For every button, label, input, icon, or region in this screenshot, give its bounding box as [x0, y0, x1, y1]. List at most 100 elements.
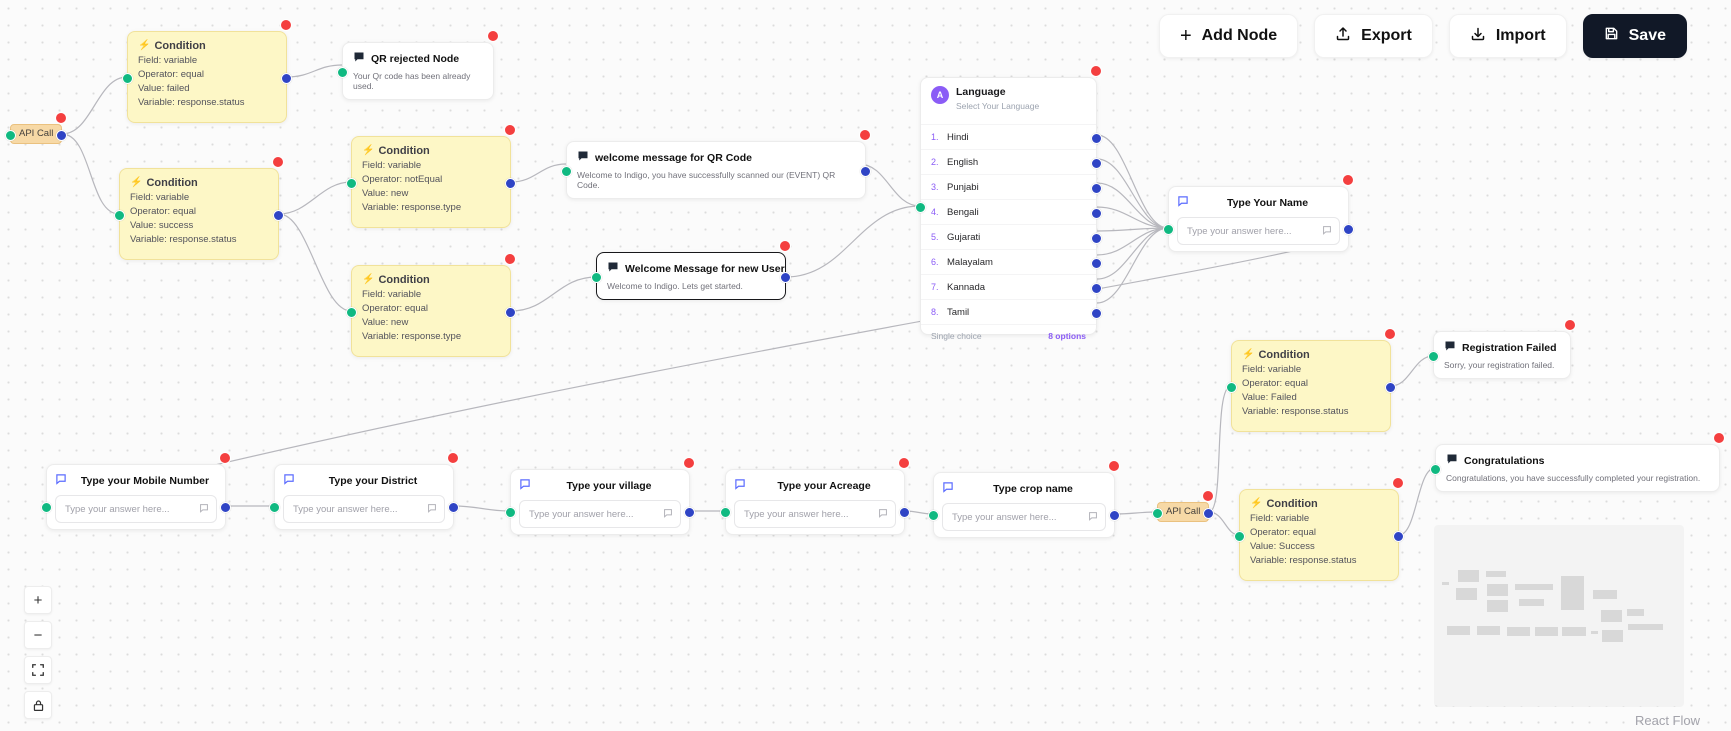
target-handle[interactable]	[122, 72, 133, 84]
source-handle[interactable]	[1091, 232, 1102, 244]
source-handle[interactable]	[273, 209, 284, 221]
zoom-in-button[interactable]: +	[24, 586, 52, 614]
target-handle[interactable]	[41, 502, 52, 513]
answer-input[interactable]	[527, 507, 659, 521]
save-button[interactable]: Save	[1582, 14, 1687, 58]
source-handle[interactable]	[1091, 257, 1102, 269]
delete-node-button[interactable]	[898, 457, 910, 469]
source-handle[interactable]	[860, 165, 871, 177]
reactflow-attribution[interactable]: React Flow	[1634, 713, 1700, 728]
target-handle[interactable]	[561, 165, 572, 177]
api-call-node[interactable]: API Call	[5, 112, 67, 144]
delete-node-button[interactable]	[1342, 174, 1354, 186]
message-node[interactable]: welcome message for QR Code Welcome to I…	[561, 129, 871, 199]
delete-node-button[interactable]	[779, 240, 791, 252]
delete-node-button[interactable]	[1713, 432, 1725, 444]
source-handle[interactable]	[281, 72, 292, 84]
source-handle[interactable]	[1091, 207, 1102, 219]
delete-node-button[interactable]	[504, 124, 516, 136]
target-handle[interactable]	[346, 306, 357, 318]
language-option[interactable]: 8.Tamil	[921, 299, 1102, 324]
target-handle[interactable]	[1152, 507, 1163, 519]
answer-input[interactable]	[1185, 224, 1318, 238]
delete-node-button[interactable]	[280, 19, 292, 31]
question-node[interactable]: Type your village	[505, 457, 695, 535]
delete-node-button[interactable]	[487, 30, 499, 42]
source-handle[interactable]	[684, 507, 695, 518]
source-handle[interactable]	[780, 271, 791, 283]
language-option[interactable]: 5.Gujarati	[921, 224, 1102, 249]
answer-input[interactable]	[950, 510, 1084, 524]
delete-node-button[interactable]	[272, 156, 284, 168]
target-handle[interactable]	[915, 201, 926, 213]
language-option[interactable]: 6.Malayalam	[921, 249, 1102, 274]
target-handle[interactable]	[1428, 350, 1439, 362]
delete-node-button[interactable]	[504, 253, 516, 265]
target-handle[interactable]	[337, 66, 348, 78]
delete-node-button[interactable]	[1202, 490, 1214, 502]
delete-node-button[interactable]	[447, 452, 459, 464]
target-handle[interactable]	[114, 209, 125, 221]
source-handle[interactable]	[220, 502, 231, 513]
delete-node-button[interactable]	[1108, 460, 1120, 472]
answer-input[interactable]	[291, 502, 423, 516]
condition-node[interactable]: ⚡Condition Field: variable Operator: equ…	[122, 19, 292, 123]
language-option[interactable]: 7.Kannada	[921, 274, 1102, 299]
question-node[interactable]: Type your District	[269, 452, 459, 530]
language-option[interactable]: 4.Bengali	[921, 199, 1102, 224]
delete-node-button[interactable]	[219, 452, 231, 464]
message-node[interactable]: Registration Failed Sorry, your registra…	[1428, 319, 1576, 379]
answer-input[interactable]	[742, 507, 874, 521]
condition-node[interactable]: ⚡Condition Field: variable Operator: equ…	[1226, 328, 1396, 432]
source-handle[interactable]	[1385, 381, 1396, 393]
delete-node-button[interactable]	[859, 129, 871, 141]
language-option[interactable]: 1.Hindi	[921, 124, 1102, 149]
target-handle[interactable]	[5, 129, 16, 141]
delete-node-button[interactable]	[1392, 477, 1404, 489]
language-option[interactable]: 3.Punjabi	[921, 174, 1102, 199]
message-node[interactable]: Congratulations Congratulations, you hav…	[1430, 432, 1725, 492]
language-node[interactable]: A Language Select Your Language 1.Hindi …	[915, 65, 1102, 341]
source-handle[interactable]	[1109, 510, 1120, 521]
source-handle[interactable]	[1393, 530, 1404, 542]
import-button[interactable]: Import	[1448, 14, 1567, 58]
delete-node-button[interactable]	[1384, 328, 1396, 340]
target-handle[interactable]	[1430, 463, 1441, 475]
source-handle[interactable]	[1091, 282, 1102, 294]
target-handle[interactable]	[505, 507, 516, 518]
lock-button[interactable]	[24, 691, 52, 719]
export-button[interactable]: Export	[1314, 14, 1433, 58]
message-node-selected[interactable]: Welcome Message for new User Welcome to …	[591, 240, 791, 300]
target-handle[interactable]	[346, 177, 357, 189]
condition-node[interactable]: ⚡Condition Field: variable Operator: equ…	[114, 156, 284, 260]
source-handle[interactable]	[1091, 132, 1102, 144]
api-call-node[interactable]: API Call	[1152, 490, 1214, 522]
delete-node-button[interactable]	[55, 112, 67, 124]
target-handle[interactable]	[1163, 224, 1174, 235]
target-handle[interactable]	[269, 502, 280, 513]
target-handle[interactable]	[1226, 381, 1237, 393]
target-handle[interactable]	[720, 507, 731, 518]
fit-view-button[interactable]	[24, 656, 52, 684]
source-handle[interactable]	[505, 177, 516, 189]
delete-node-button[interactable]	[1564, 319, 1576, 331]
zoom-out-button[interactable]: −	[24, 621, 52, 649]
question-node[interactable]: Type your Acreage	[720, 457, 910, 535]
answer-input[interactable]	[63, 502, 195, 516]
target-handle[interactable]	[591, 271, 602, 283]
delete-node-button[interactable]	[1090, 65, 1102, 77]
source-handle[interactable]	[1091, 307, 1102, 319]
source-handle[interactable]	[1343, 224, 1354, 235]
source-handle[interactable]	[56, 129, 67, 141]
target-handle[interactable]	[1234, 530, 1245, 542]
source-handle[interactable]	[1091, 157, 1102, 169]
condition-node[interactable]: ⚡Condition Field: variable Operator: not…	[346, 124, 516, 228]
question-node[interactable]: Type Your Name	[1163, 174, 1354, 252]
source-handle[interactable]	[1091, 182, 1102, 194]
source-handle[interactable]	[899, 507, 910, 518]
condition-node[interactable]: ⚡Condition Field: variable Operator: equ…	[1234, 477, 1404, 581]
delete-node-button[interactable]	[683, 457, 695, 469]
language-option[interactable]: 2.English	[921, 149, 1102, 174]
condition-node[interactable]: ⚡Condition Field: variable Operator: equ…	[346, 253, 516, 357]
